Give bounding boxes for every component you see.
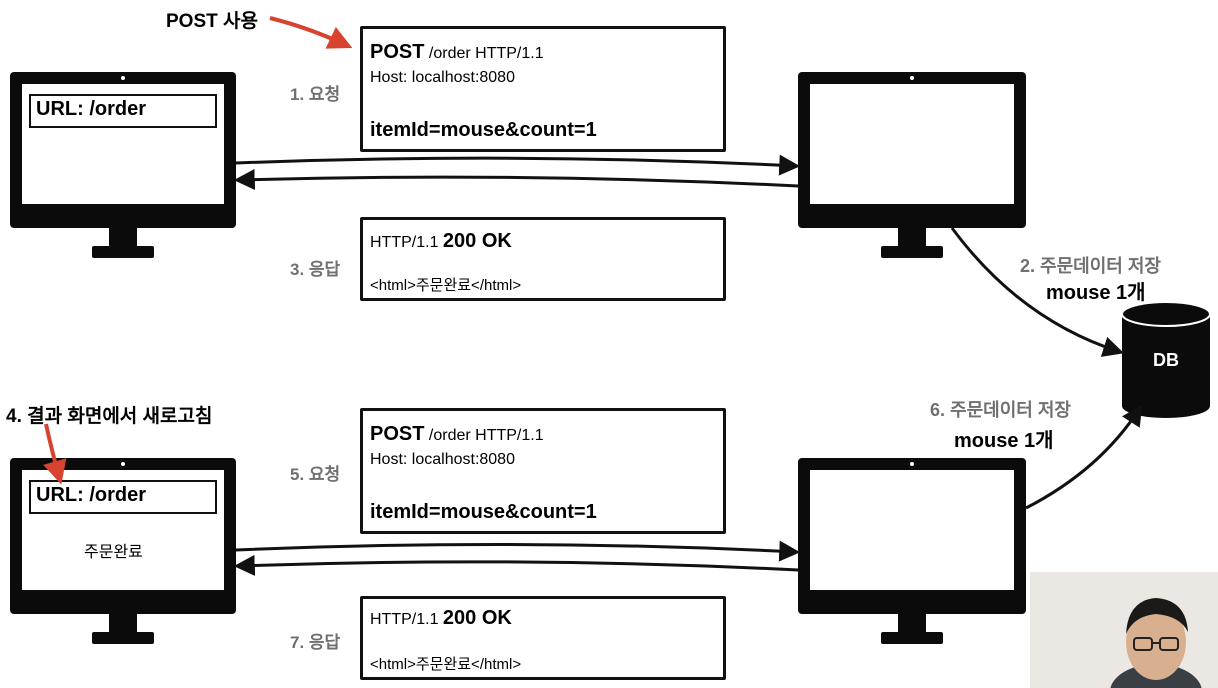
camera-dot xyxy=(121,76,125,80)
request-line: /order HTTP/1.1 xyxy=(424,45,544,62)
step-7-response: 7. 응답 xyxy=(290,633,341,652)
request-body: itemId=mouse&count=1 xyxy=(370,119,597,141)
response-arrow-1 xyxy=(233,169,799,191)
step-1-request: 1. 요청 xyxy=(290,85,341,104)
step-3-response: 3. 응답 xyxy=(290,260,341,279)
server-screen-top xyxy=(810,84,1014,204)
database-icon xyxy=(1121,301,1211,418)
request-arrow-1 xyxy=(235,154,801,176)
camera-dot xyxy=(910,76,914,80)
response-arrow-2 xyxy=(233,554,799,576)
server-screen-bottom xyxy=(810,470,1014,590)
response-body: <html>주문완료</html> xyxy=(370,656,522,673)
save-arrow-1 xyxy=(950,227,1124,357)
status-prefix: HTTP/1.1 xyxy=(370,234,443,251)
order-complete-text: 주문완료 xyxy=(84,544,143,561)
presenter-avatar xyxy=(1030,572,1218,688)
request-method: POST xyxy=(370,41,425,63)
refresh-arrow xyxy=(43,423,67,485)
request-method: POST xyxy=(370,423,425,445)
save-step-2-quantity: mouse 1개 xyxy=(1046,282,1146,304)
database-label: DB xyxy=(1153,350,1179,370)
camera-dot xyxy=(121,462,125,466)
status-prefix: HTTP/1.1 xyxy=(370,611,443,628)
http-response-box-1: HTTP/1.1 200 OK <html>주문완료</html> xyxy=(360,217,726,301)
response-body: <html>주문완료</html> xyxy=(370,277,522,294)
status-code: 200 OK xyxy=(442,230,512,252)
url-field-top[interactable]: URL: /order xyxy=(29,94,217,128)
post-usage-arrow xyxy=(269,16,353,49)
save-step-6-quantity: mouse 1개 xyxy=(954,430,1054,452)
http-request-box-2: POST /order HTTP/1.1 Host: localhost:808… xyxy=(360,408,726,534)
camera-dot xyxy=(910,462,914,466)
url-field-bottom[interactable]: URL: /order xyxy=(29,480,217,514)
http-response-box-2: HTTP/1.1 200 OK <html>주문완료</html> xyxy=(360,596,726,680)
http-request-box-1: POST /order HTTP/1.1 Host: localhost:808… xyxy=(360,26,726,152)
database: DB xyxy=(1120,300,1212,420)
post-usage-note: POST 사용 xyxy=(166,11,258,32)
request-host: Host: localhost:8080 xyxy=(370,69,515,86)
step-5-request: 5. 요청 xyxy=(290,465,341,484)
refresh-note: 4. 결과 화면에서 새로고침 xyxy=(6,406,213,427)
status-code: 200 OK xyxy=(442,607,512,629)
save-step-2: 2. 주문데이터 저장 xyxy=(1020,256,1161,276)
save-arrow-2 xyxy=(1025,404,1143,510)
request-body: itemId=mouse&count=1 xyxy=(370,501,597,523)
presenter-webcam xyxy=(1030,572,1218,688)
save-step-6: 6. 주문데이터 저장 xyxy=(930,400,1071,420)
request-host: Host: localhost:8080 xyxy=(370,451,515,468)
request-line: /order HTTP/1.1 xyxy=(424,427,544,444)
request-arrow-2 xyxy=(235,540,801,562)
